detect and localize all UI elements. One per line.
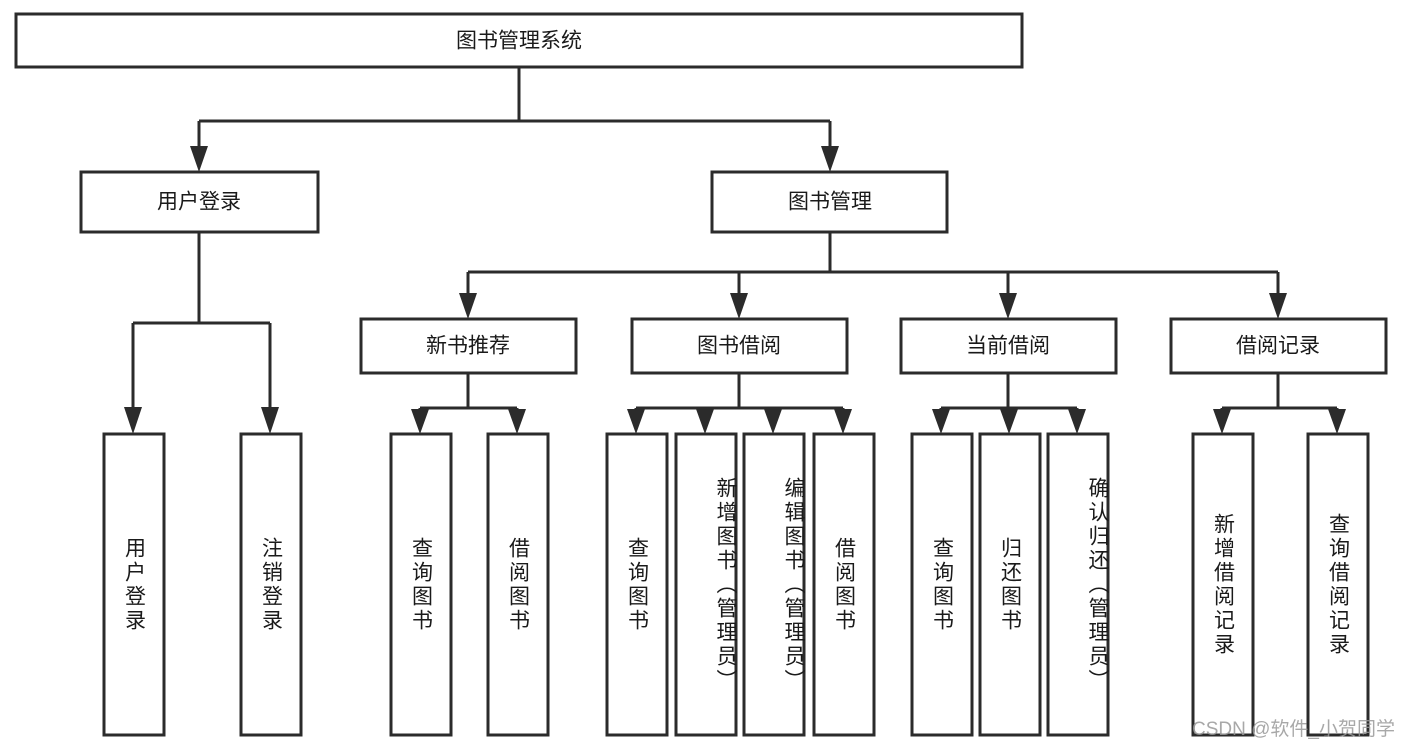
node-box-leaf-11[interactable] [1191,432,1255,737]
arrowhead-borrow-leaf1 [627,409,645,434]
arrowhead-book-mgmt [821,146,839,172]
node-box-leaf-6[interactable] [742,432,806,737]
node-label-user-login: 用户登录 [157,191,241,214]
node-box-leaf-0[interactable] [102,432,166,737]
node-box-leaf-1[interactable] [239,432,303,737]
node-box-borrow-records[interactable] [1169,317,1388,375]
arrowhead-borrow-leaf3 [764,409,782,434]
connector-layer [124,67,1346,434]
node-box-leaf-10[interactable] [1046,432,1110,737]
arrowhead-current-leaf2 [1000,409,1018,434]
arrowhead-borrow [730,293,748,319]
node-box-leaf-7[interactable] [812,432,876,737]
node-box-root[interactable] [14,12,1024,69]
arrowhead-current-leaf3 [1068,409,1086,434]
node-box-leaf-9[interactable] [978,432,1042,737]
arrowhead-current [999,293,1017,319]
arrowhead-records-leaf1 [1213,409,1231,434]
node-box-current-borrow[interactable] [899,317,1118,375]
arrowhead-records-leaf2 [1328,409,1346,434]
arrowhead-leaf-logout [261,407,279,434]
node-label-root: 图书管理系统 [456,30,582,53]
arrowhead-leaf-user-login [124,407,142,434]
arrowhead-newbook [459,293,477,319]
node-box-leaf-4[interactable] [605,432,669,737]
node-label-borrow-records: 借阅记录 [1236,335,1320,358]
node-box-new-book-recommend[interactable] [359,317,578,375]
arrowhead-records [1269,293,1287,319]
node-box-leaf-5[interactable] [674,432,738,737]
arrowhead-borrow-leaf2 [696,409,714,434]
node-box-user-login[interactable] [79,170,320,234]
arrowhead-borrow-leaf4 [834,409,852,434]
arrowhead-user-login [190,146,208,172]
node-label-current-borrow: 当前借阅 [966,335,1050,358]
node-label-book-management: 图书管理 [788,191,872,214]
watermark-text: CSDN @软件_小贺同学 [1192,719,1395,740]
node-label-book-borrow: 图书借阅 [697,335,781,358]
node-label-new-book-recommend: 新书推荐 [426,335,510,358]
node-box-leaf-3[interactable] [486,432,550,737]
node-box-leaf-12[interactable] [1306,432,1370,737]
arrowhead-current-leaf1 [932,409,950,434]
arrowhead-newbook-leaf1 [411,409,429,434]
node-box-leaf-2[interactable] [389,432,453,737]
arrowhead-newbook-leaf2 [508,409,526,434]
node-box-book-management[interactable] [710,170,949,234]
node-box-leaf-8[interactable] [910,432,974,737]
node-box-book-borrow[interactable] [630,317,849,375]
node-layer: 图书管理系统 用户登录 图书管理 新书推荐 图书借阅 当前借阅 借阅记录 [14,12,1388,737]
